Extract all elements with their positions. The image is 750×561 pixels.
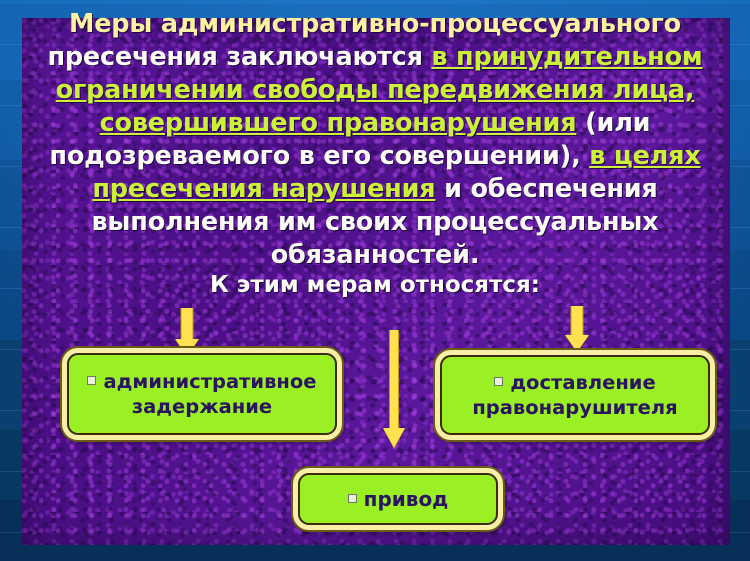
headline-line-4-underlined: совершившего правонарушения [99,108,577,138]
measure-box-administrative-detention[interactable]: административное задержание [62,348,342,440]
measure-box-line-1: административное [103,370,317,393]
headline-line-3: ограничении свободы передвижения лица, [30,74,720,107]
subheading: К этим мерам относятся: [209,272,541,298]
down-arrow-icon-center [370,330,418,452]
measure-box-line-1: привод [363,486,449,511]
headline-line-2-underlined: в принудительном [431,42,703,72]
measure-box-text: административное задержание [77,369,326,419]
measure-box-delivery-of-offender[interactable]: доставление правонарушителя [435,350,715,440]
arrow-shaft [389,330,399,430]
square-bullet-icon [347,493,357,503]
headline-line-8: обязанностей. [30,239,720,272]
measure-box-text: доставление правонарушителя [462,370,687,420]
arrow-head [383,428,405,448]
headline-line-7: выполнения им своих процессуальных [30,206,720,239]
arrow-shaft [180,308,194,341]
measure-box-compelled-appearance[interactable]: привод [293,468,503,530]
headline-line-5-underlined: в целях [589,141,701,171]
headline-line-2-plain: пресечения заключаются [47,42,432,72]
measure-box-text: привод [338,487,459,512]
headline-line-6-underlined: пресечения нарушения [92,174,436,204]
headline-line-4: совершившего правонарушения (или [30,107,720,140]
headline-text: Меры административно-процессуального пре… [30,8,720,272]
headline-line-1-text: Меры административно-процессуального [69,9,681,39]
headline-line-4-plain: (или [576,108,651,138]
headline-line-5: подозреваемого в его совершении), в целя… [30,140,720,173]
measure-box-line-2: правонарушителя [472,396,678,419]
down-arrow-icon-right [553,306,601,356]
headline-line-7-text: выполнения им своих процессуальных [91,207,659,237]
square-bullet-icon [494,377,504,386]
headline-line-3-underlined: ограничении свободы передвижения лица, [55,75,695,105]
measure-box-line-1: доставление [510,371,656,394]
arrow-shaft [570,306,584,337]
square-bullet-icon [87,376,97,385]
headline-line-2: пресечения заключаются в принудительном [30,41,720,74]
headline-line-8-text: обязанностей. [270,240,480,270]
measure-box-line-2: задержание [131,395,273,418]
arrow-head [565,335,589,352]
headline-line-5-plain: подозреваемого в его совершении), [49,141,590,171]
headline-line-1: Меры административно-процессуального [30,8,720,41]
headline-line-6: пресечения нарушения и обеспечения [30,173,720,206]
headline-line-6-plain: и обеспечения [435,174,658,204]
content-panel [22,18,730,545]
